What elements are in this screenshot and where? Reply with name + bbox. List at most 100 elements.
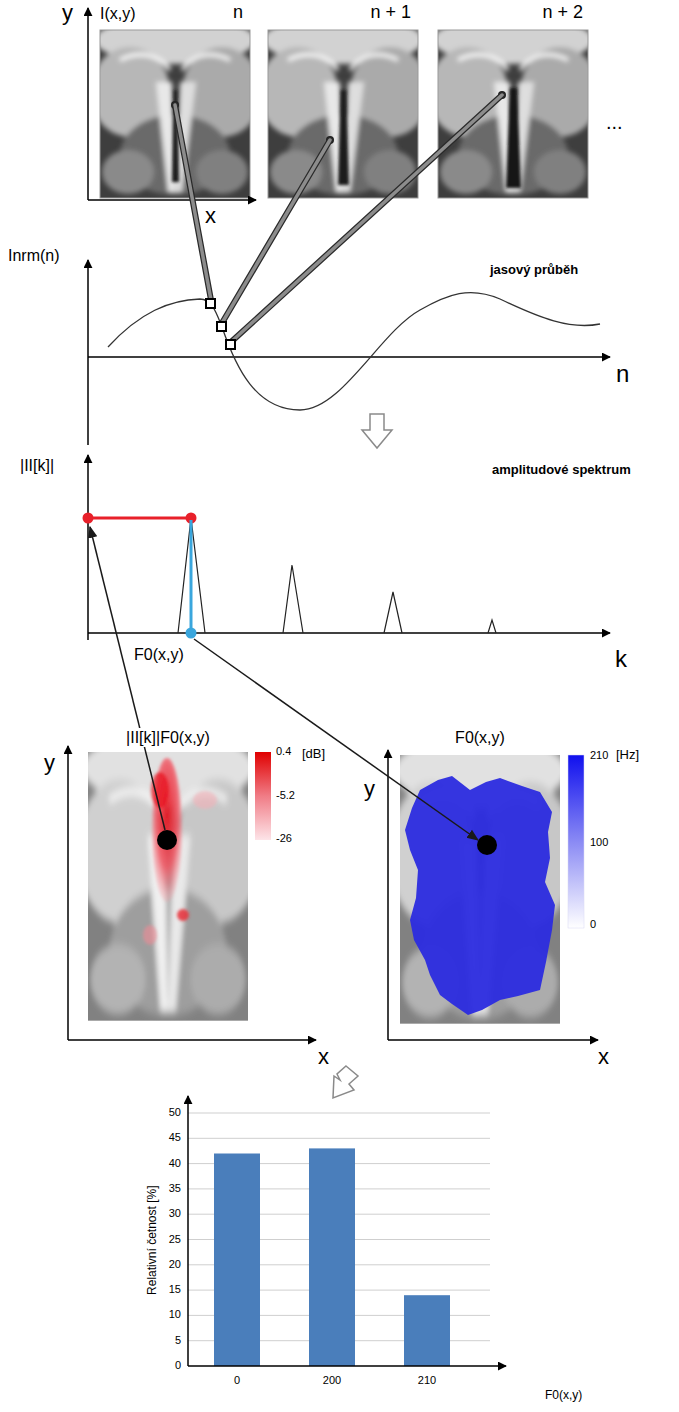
- plot-title: jasový průběh: [490, 262, 578, 278]
- histogram: [188, 1365, 506, 1367]
- amplitude-map: [77, 730, 260, 1021]
- spectrum-plot: [190, 520, 193, 633]
- tick-label: 50: [169, 1106, 181, 1119]
- panel-heading: n + 2: [539, 2, 586, 24]
- tick-label: 5: [175, 1334, 181, 1347]
- video-frame-image: [438, 30, 588, 198]
- sample-leader: [222, 140, 330, 323]
- unit-label: [Hz]: [616, 747, 639, 763]
- amplitude-map: [177, 909, 189, 921]
- frequency-map: [405, 776, 555, 1015]
- step-arrow: [362, 414, 392, 448]
- node-heading-row: n + 2: [438, 2, 590, 24]
- axis-label: x: [318, 1044, 329, 1070]
- video-frame-image: [90, 16, 600, 198]
- axis-label: y: [44, 750, 55, 776]
- colorbar-tick: 0: [590, 918, 596, 931]
- amplitude-map: [255, 752, 271, 840]
- histogram: [214, 1154, 260, 1367]
- frequency-map: [387, 750, 389, 1040]
- axis-label: k: [615, 645, 627, 674]
- histogram: [309, 1148, 355, 1366]
- image-symbol: I(x,y): [100, 4, 136, 23]
- grid-line: [188, 1138, 490, 1139]
- tick-label: 30: [169, 1207, 181, 1220]
- amplitude-map: [193, 791, 217, 809]
- axis-label: Inrm(n): [8, 246, 60, 265]
- amplitude-map: [157, 830, 177, 850]
- video-frame-image: [338, 90, 349, 185]
- spectrum-plot: [88, 517, 191, 520]
- map-panel: F0(x,y): [400, 728, 560, 1025]
- video-frame-image: [438, 30, 588, 198]
- tick-label: 45: [169, 1131, 181, 1144]
- histogram: [187, 1096, 189, 1366]
- video-frame-image: [438, 30, 588, 198]
- axis-label: x: [598, 1044, 609, 1070]
- map-panel: |II[k]|F0(x,y): [88, 728, 248, 1020]
- brightness-plot: [88, 260, 610, 445]
- frame-axes: [88, 8, 256, 200]
- sample-leader: [175, 105, 211, 300]
- panel-heading: F0(x,y): [452, 728, 508, 747]
- plot-title: amplitudové spektrum: [492, 462, 631, 478]
- frame-axes: [87, 8, 89, 200]
- amplitude-map: [68, 730, 316, 1040]
- amplitude-map: [143, 925, 157, 945]
- peak-label: F0(x,y): [134, 645, 184, 664]
- unit-label: [dB]: [302, 746, 325, 762]
- colorbar-tick: 0.4: [276, 745, 291, 758]
- node-heading-row: |II[k]|F0(x,y): [88, 728, 248, 747]
- frame-axes: [88, 199, 256, 201]
- axis-label: x: [205, 203, 216, 229]
- video-frame-image: [258, 16, 430, 198]
- axis-label: |II[k]|: [20, 456, 54, 475]
- tick-label: 20: [169, 1258, 181, 1271]
- brightness-plot: [87, 260, 89, 445]
- leader-arrow: [90, 527, 478, 840]
- video-frame: n: [100, 2, 250, 198]
- video-frame-image: [506, 88, 521, 188]
- grid-line: [188, 1113, 490, 1114]
- spectrum-plot: [87, 455, 89, 640]
- amplitude-map: [151, 772, 169, 808]
- spectrum-plot: [283, 565, 303, 633]
- tick-label: 35: [169, 1182, 181, 1195]
- category-label: 200: [323, 1374, 341, 1387]
- panel-heading: |II[k]|F0(x,y): [123, 728, 213, 747]
- frequency-map: [400, 755, 560, 1024]
- continuation-mark: ...: [606, 110, 623, 134]
- sample-leader: [222, 140, 330, 323]
- amplitude-map: [67, 746, 69, 1040]
- spectrum-plot: [83, 455, 611, 640]
- frequency-map: [388, 733, 598, 1040]
- frequency-map: [400, 755, 560, 1024]
- sample-leader: [206, 299, 215, 308]
- tick-label: 15: [169, 1283, 181, 1296]
- frequency-map: [477, 835, 497, 855]
- node-heading-row: n + 1: [268, 2, 418, 24]
- tick-label: 40: [169, 1157, 181, 1170]
- colorbar-tick: 100: [590, 836, 608, 849]
- amplitude-map: [88, 752, 248, 1021]
- axis-label: n: [616, 360, 629, 389]
- tick-label: 25: [169, 1233, 181, 1246]
- step-arrow: [333, 414, 392, 1098]
- video-frame-image: [268, 30, 418, 198]
- category-label: 210: [418, 1374, 436, 1387]
- video-frame-image: [268, 30, 418, 198]
- amplitude-map: [88, 752, 248, 1021]
- frequency-map: [568, 755, 584, 928]
- spectrum-plot: [488, 620, 496, 633]
- amplitude-map: [88, 752, 248, 1021]
- colorbar-tick: -5.2: [276, 789, 295, 802]
- sample-leader: [175, 95, 502, 349]
- spectrum-plot: [83, 513, 94, 524]
- tick-label: 10: [169, 1308, 181, 1321]
- node-heading-row: F0(x,y): [400, 728, 560, 747]
- spectrum-plot: [384, 592, 402, 633]
- sample-leader: [217, 322, 226, 331]
- colorbar-tick: -26: [276, 832, 292, 845]
